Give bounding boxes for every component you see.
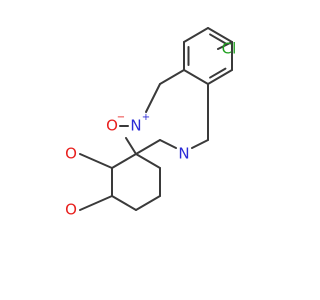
atom-n-oxide-charge: + — [142, 112, 150, 123]
atom-o-carbonyl-upper-label: O — [65, 145, 77, 163]
pyz-bond-1 — [145, 83, 161, 113]
atom-o-oxide-charge: − — [117, 112, 125, 123]
atom-n-ring-label: N — [178, 145, 189, 163]
carbonyl-lower-bond — [79, 195, 113, 211]
ring-a-bond-2-inner — [209, 33, 227, 45]
ring-a-bond-0-inner — [209, 67, 227, 79]
ring-b-bond-3 — [135, 195, 161, 211]
pyz-bond-4 — [159, 139, 177, 149]
pyz-bond-2 — [125, 137, 137, 155]
ring-a-bond-3 — [183, 27, 209, 43]
carbonyl-upper-bond — [79, 153, 113, 169]
ring-a-bond-2 — [207, 27, 233, 43]
atom-o-oxide-label: O — [106, 117, 118, 135]
pyz-bond-0 — [159, 69, 185, 85]
ring-b-bond-0 — [111, 153, 137, 169]
bond-layer — [79, 27, 233, 211]
atom-n-oxide-label: N — [130, 117, 141, 135]
ring-b-bond-2 — [111, 195, 137, 211]
atom-o-carbonyl-lower-label: O — [65, 201, 77, 219]
atom-cl-label: Cl — [222, 40, 237, 58]
pyz-bond-3 — [135, 139, 161, 155]
ring-a-bond-0 — [207, 69, 233, 85]
pyz-bond-5 — [191, 139, 209, 149]
molecule-structure: Cl N + O − N O O — [65, 27, 237, 219]
cl-bond — [217, 41, 233, 50]
ring-a-bond-5 — [183, 69, 209, 85]
ring-b-bond-5 — [135, 153, 161, 169]
